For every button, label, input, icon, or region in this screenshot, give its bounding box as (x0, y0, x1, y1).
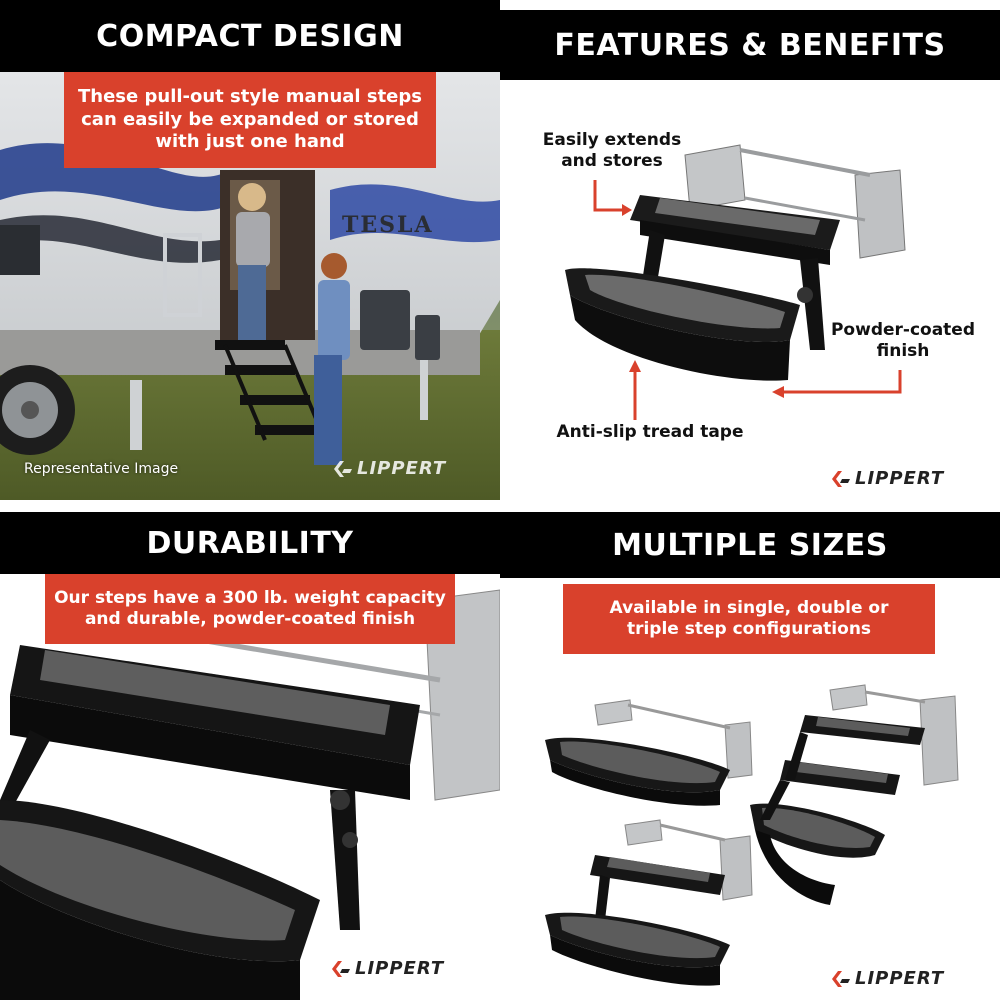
callout-line-1: Our steps have a 300 lb. weight capacity (54, 587, 446, 608)
callout-line-2: and durable, powder-coated finish (84, 609, 416, 629)
rv-badge: TESLA (342, 212, 434, 238)
lippert-wordmark: LIPPERT (855, 968, 945, 989)
label-powder-coated: Powder-coated finish (830, 320, 976, 362)
lippert-mark-icon (830, 970, 852, 988)
step-closeup-illustration (0, 589, 500, 1000)
heading-bar: FEATURES & BENEFITS (500, 10, 1000, 80)
callout-multiple-sizes: Available in single, double or triple st… (563, 584, 935, 654)
callout-line-2: triple step configurations (626, 619, 872, 639)
lippert-wordmark: LIPPERT (855, 468, 945, 489)
heading-bar: MULTIPLE SIZES (500, 512, 1000, 578)
heading-features-benefits: FEATURES & BENEFITS (554, 27, 946, 63)
heading-compact-design: COMPACT DESIGN (96, 18, 404, 54)
lippert-mark-icon (330, 960, 352, 978)
callout-line-2: can easily be expanded or stored (81, 108, 419, 130)
panel-compact-design: TESLA COMPACT DESIGN These pull-out styl… (0, 0, 500, 500)
heading-bar: DURABILITY (0, 512, 500, 574)
lippert-logo: LIPPERT (830, 468, 944, 489)
single-step (545, 699, 753, 806)
callout-line-1: Available in single, double or (609, 597, 889, 618)
heading-durability: DURABILITY (146, 525, 354, 561)
lippert-mark-icon (332, 460, 354, 478)
label-easily-extends: Easily extends and stores (542, 130, 682, 172)
triple-step (750, 684, 959, 905)
label-anti-slip: Anti-slip tread tape (556, 422, 744, 442)
arrow-extends (593, 180, 625, 212)
heading-multiple-sizes: MULTIPLE SIZES (612, 527, 888, 563)
representative-image-caption: Representative Image (24, 461, 179, 477)
callout-line-3: with just one hand (155, 131, 345, 153)
callout-durability: Our steps have a 300 lb. weight capacity… (45, 574, 455, 644)
panel-features-benefits: FEATURES & BENEFITS Easily extends and s… (500, 0, 1000, 500)
callout-compact-design: These pull-out style manual steps can ea… (64, 72, 436, 168)
lippert-logo: LIPPERT (332, 458, 446, 479)
lippert-wordmark: LIPPERT (357, 458, 447, 479)
double-step-illustration (565, 144, 906, 420)
step-sizes-illustration (545, 684, 959, 986)
heading-bar: COMPACT DESIGN (0, 0, 500, 72)
lippert-logo: LIPPERT (330, 958, 444, 979)
lippert-wordmark: LIPPERT (355, 958, 445, 979)
callout-line-1: These pull-out style manual steps (78, 86, 422, 108)
arrow-finish (780, 370, 902, 394)
double-step (545, 819, 753, 986)
panel-multiple-sizes: MULTIPLE SIZES Available in single, doub… (500, 500, 1000, 1000)
lippert-mark-icon (830, 470, 852, 488)
lippert-logo: LIPPERT (830, 968, 944, 989)
panel-durability: DURABILITY Our steps have a 300 lb. weig… (0, 500, 500, 1000)
